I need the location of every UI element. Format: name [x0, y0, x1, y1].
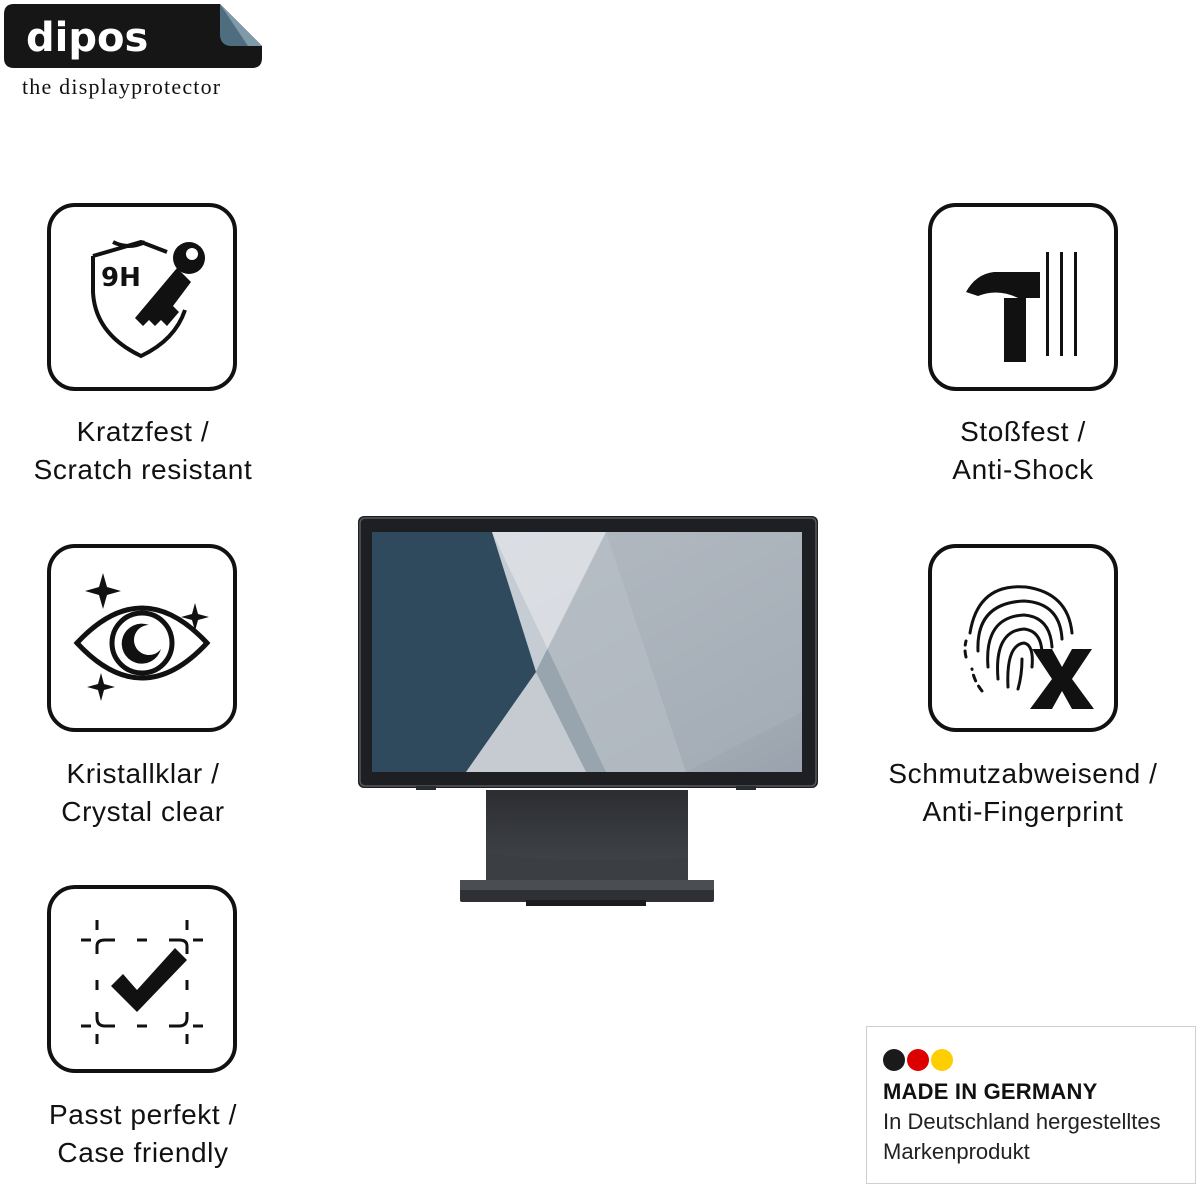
made-in-germany-line2: Markenprodukt — [883, 1139, 1030, 1164]
flag-dot-gold — [931, 1049, 953, 1071]
made-in-germany-card: MADE IN GERMANY In Deutschland hergestel… — [866, 1026, 1196, 1184]
brand-name: dipos — [26, 15, 148, 61]
shield-key-9h-icon: 9H — [91, 239, 205, 359]
caption-fit: Passt perfekt / Case friendly — [49, 1099, 237, 1168]
checkmark-frame-icon — [81, 920, 203, 1044]
fingerprint-x-icon — [963, 585, 1094, 709]
feature-tile-scratch: 9H — [47, 203, 237, 391]
product-image-monitor — [356, 512, 820, 912]
feature-tile-clear — [47, 544, 237, 732]
hammer-icon — [966, 252, 1077, 362]
feature-tile-fit — [47, 885, 237, 1073]
feature-tile-fingerprint — [928, 544, 1118, 732]
caption-fingerprint: Schmutzabweisend / Anti-Fingerprint — [888, 758, 1158, 827]
logo-badge: dipos — [4, 4, 262, 68]
flag-dot-red — [907, 1049, 929, 1071]
caption-shock: Stoßfest / Anti-Shock — [952, 416, 1094, 485]
made-in-germany-line1: In Deutschland hergestelltes — [883, 1109, 1161, 1134]
eye-sparkle-icon — [73, 573, 211, 701]
badge-9h: 9H — [101, 263, 141, 293]
monitor-illustration — [358, 516, 818, 906]
flag-dot-black — [883, 1049, 905, 1071]
brand-logo: dipos — [4, 4, 262, 68]
german-flag-dots — [883, 1049, 953, 1071]
brand-tagline: the displayprotector — [22, 74, 222, 99]
caption-scratch: Kratzfest / Scratch resistant — [33, 416, 253, 485]
made-in-germany-title: MADE IN GERMANY — [883, 1079, 1098, 1104]
caption-clear: Kristallklar / Crystal clear — [61, 758, 225, 827]
feature-tile-shock — [928, 203, 1118, 391]
